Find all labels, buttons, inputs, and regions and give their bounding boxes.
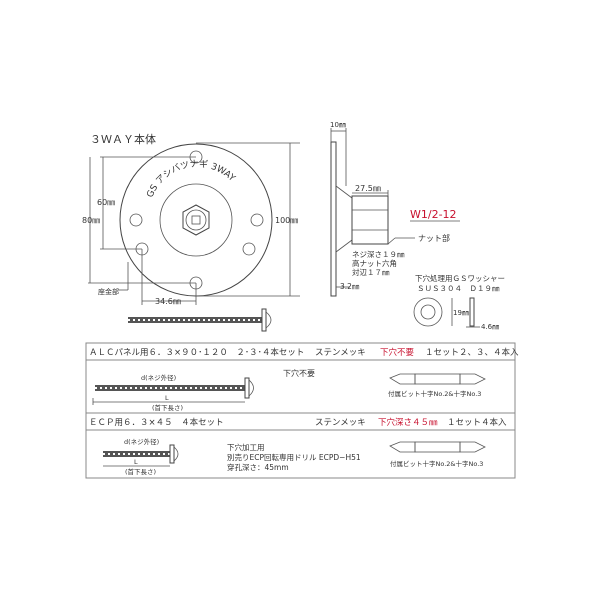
row2-screw-d: d(ネジ外径): [124, 437, 159, 446]
row2-qty: １セット４本入: [447, 417, 507, 428]
plate-front-view: GS アシバツナギ 3WAY: [119, 143, 273, 297]
row2-bit-icon: [389, 441, 486, 453]
dim-27-5: 27.5㎜: [355, 184, 381, 193]
row2-note-2: 別売りECP回転専用ドリル ECPD−H51: [227, 452, 361, 462]
row1-title: ＡＬＣパネル用６．３×９０･１２０ ２･３･４本セット: [89, 347, 304, 358]
dim-19: 19㎜: [453, 309, 469, 317]
dim-4-6: 4.6㎜: [481, 323, 499, 331]
dim-80: 80㎜: [82, 216, 100, 225]
row1-screw-l: L: [165, 394, 169, 402]
row2-note-3: 穿孔深さ：45mm: [227, 462, 289, 472]
nut-part-label: ナット部: [418, 233, 450, 243]
dim-60: 60㎜: [97, 198, 115, 207]
row1-hole: 下穴不要: [380, 347, 415, 358]
spec-table: [85, 342, 516, 479]
body-title: ３ＷＡＹ本体: [90, 132, 156, 146]
nut-spec-3: 対辺１７㎜: [352, 267, 390, 277]
row2-finish: ステンメッキ: [315, 418, 366, 428]
washer-spec: ＳＵＳ３０４ Ｄ１９㎜: [417, 284, 500, 293]
washer-title: 下穴処理用ＧＳワッシャー: [415, 273, 505, 283]
row2-bit-label: 付属ビット十字No.2&十字No.3: [390, 459, 483, 468]
dim-34-6: 34.6㎜: [155, 297, 181, 306]
row2-note-1: 下穴加工用: [227, 442, 265, 452]
screw-illustration: [128, 308, 272, 332]
row1-bit-label: 付属ビット十字No.2&十字No.3: [388, 389, 481, 398]
row1-screw-l-note: (首下長さ): [152, 403, 183, 412]
row2-hole: 下穴深さ４５㎜: [378, 417, 438, 428]
dim-3-2: 3.2㎜: [340, 282, 360, 291]
row2-screw-l: L: [134, 458, 138, 466]
dim-100: 100㎜: [275, 216, 298, 225]
row1-note: 下穴不要: [283, 368, 315, 378]
seat-label: 座金部: [98, 287, 119, 296]
thread-spec: W1/2-12: [410, 208, 457, 221]
row1-screw: [92, 377, 254, 405]
row1-qty: １セット２、３、４本入: [425, 347, 519, 358]
row1-bit-icon: [389, 373, 486, 385]
nut-spec-1: ネジ深さ１９㎜: [352, 250, 405, 259]
row2-screw-l-note: (首下長さ): [125, 467, 156, 476]
washer-drawing: [413, 297, 480, 328]
dim-10: 10㎜: [330, 121, 346, 129]
row1-finish: ステンメッキ: [315, 348, 366, 358]
plate-side-view: [330, 128, 460, 297]
nut-spec-2: 高ナット六角: [352, 258, 397, 268]
row2-screw: [103, 444, 179, 467]
front-dimensions: [88, 142, 300, 305]
row2-title: ＥＣＰ用６．３×４５ ４本セット: [89, 417, 224, 428]
row1-screw-d: d(ネジ外径): [141, 373, 176, 382]
